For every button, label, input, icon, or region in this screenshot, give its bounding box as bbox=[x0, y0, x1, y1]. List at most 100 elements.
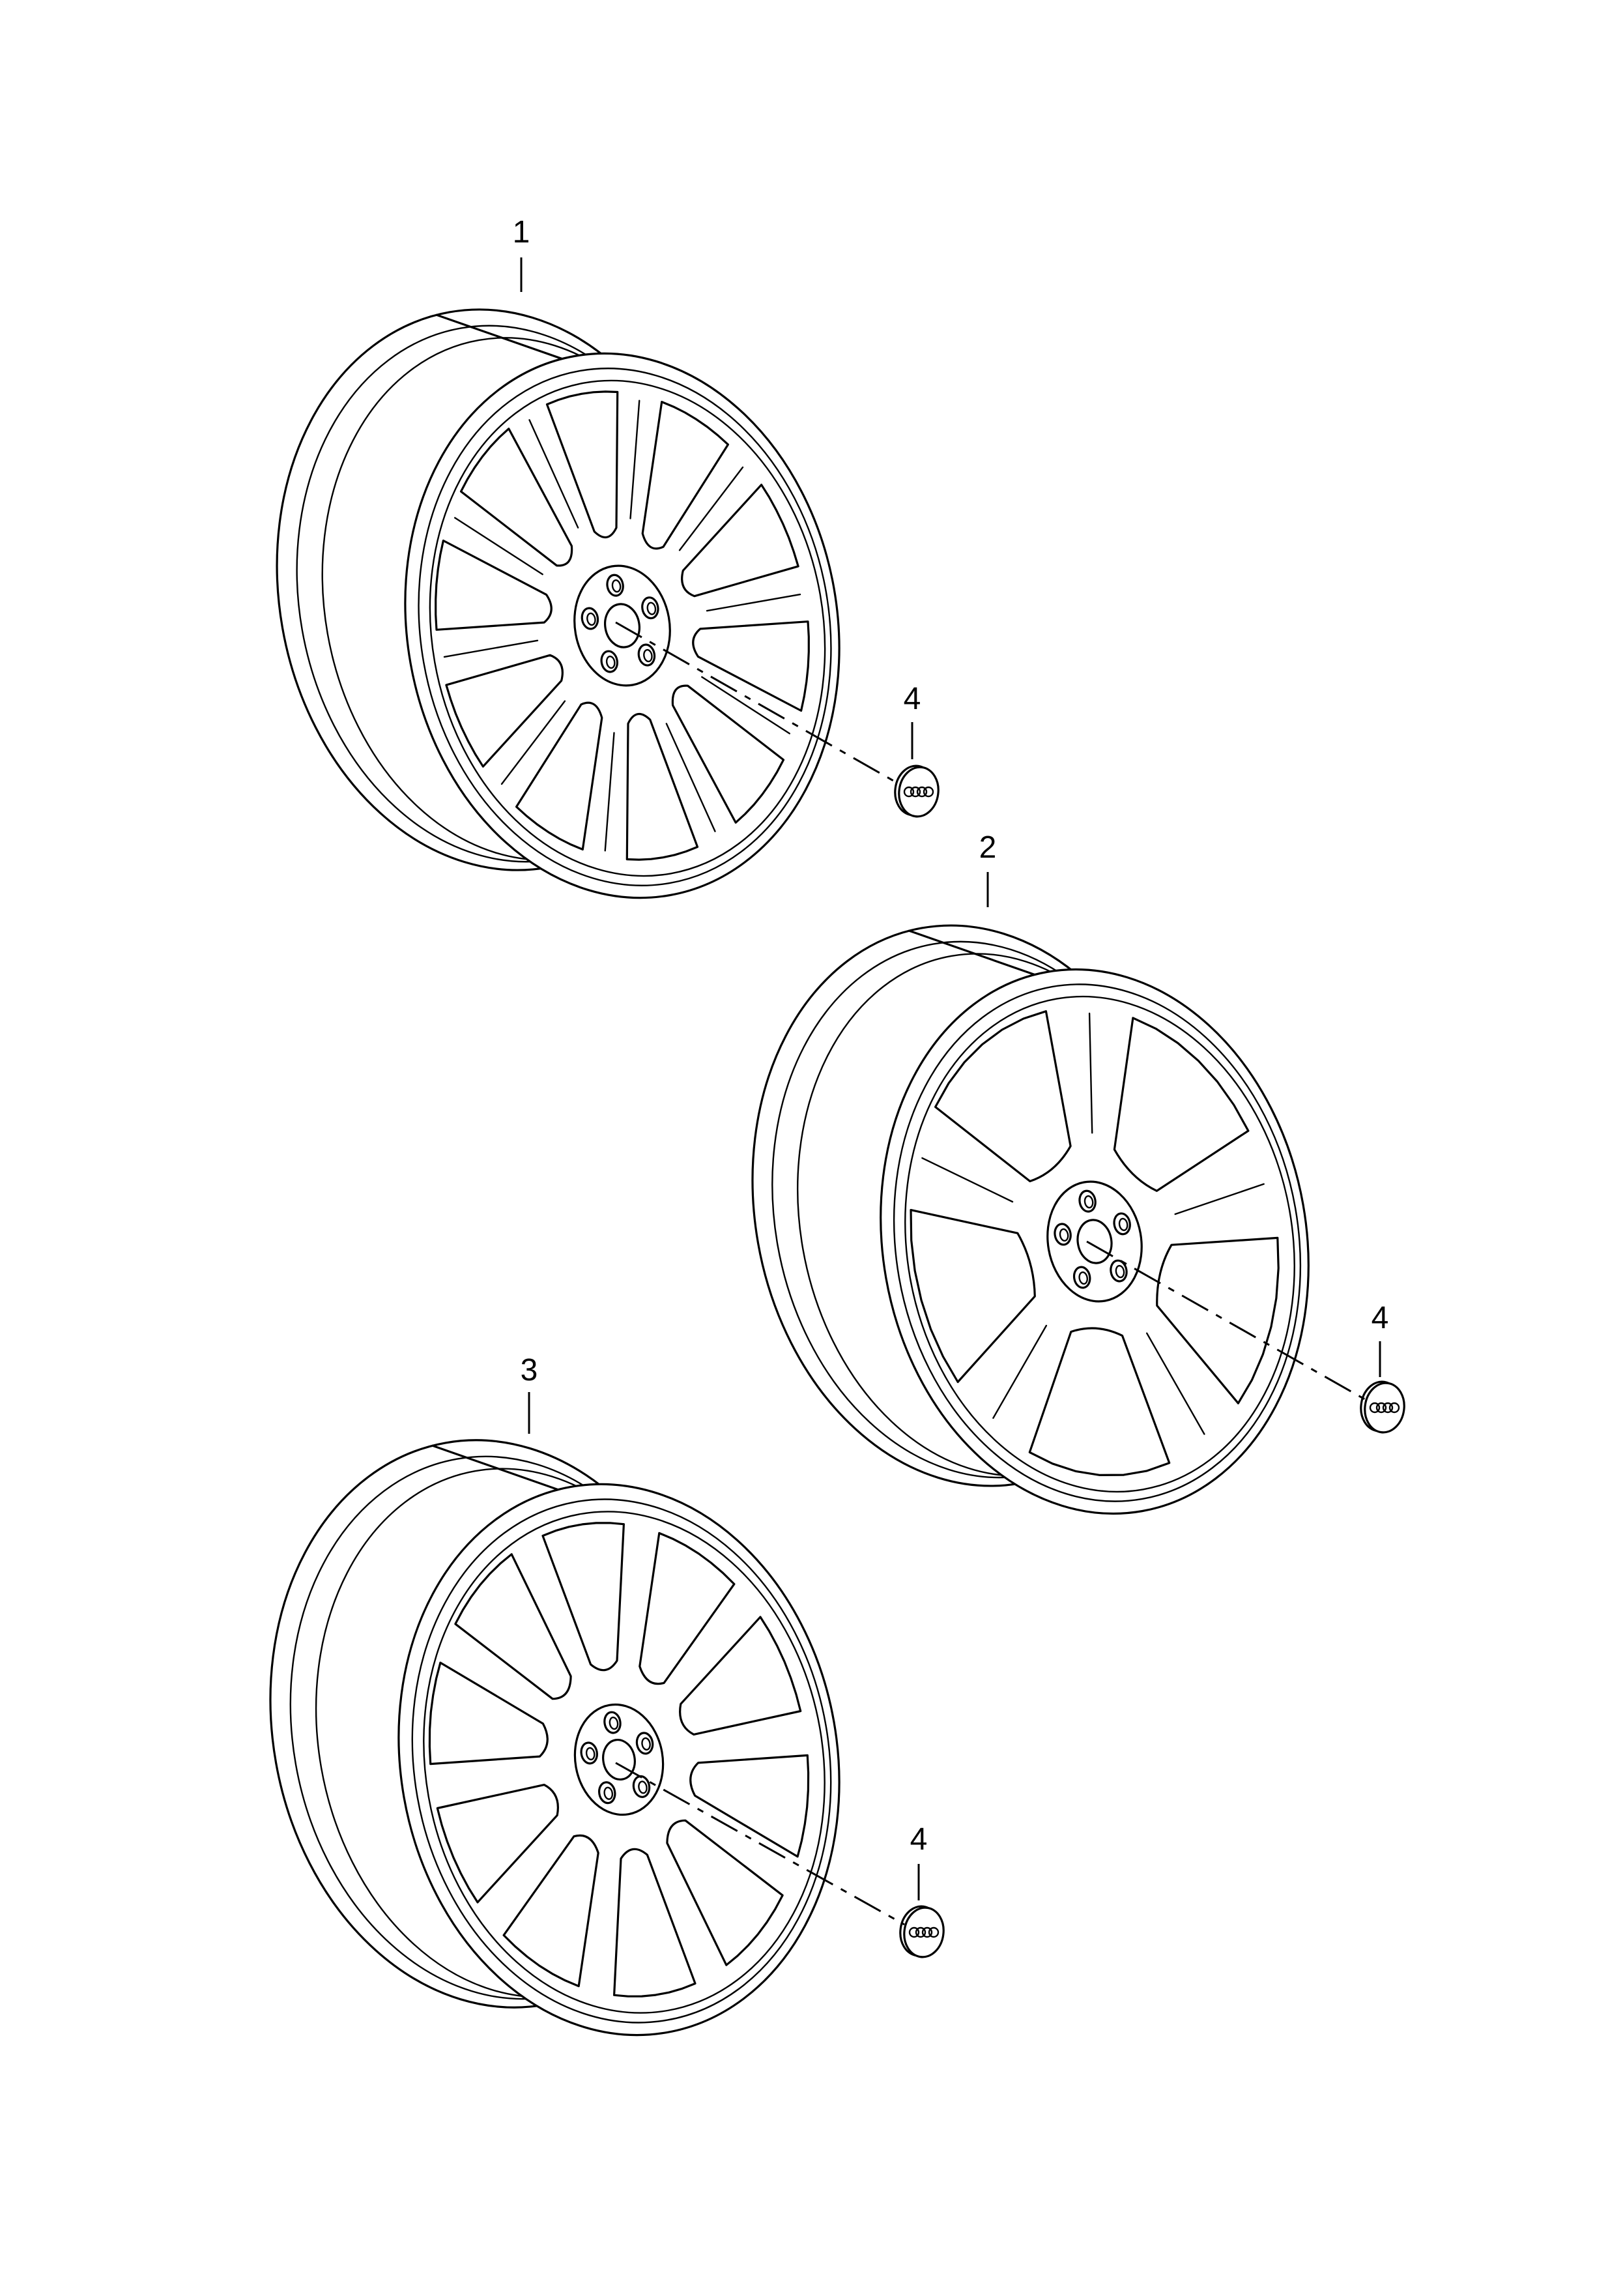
spoke-window bbox=[545, 390, 619, 538]
four-rings-icon bbox=[910, 786, 921, 798]
four-rings-icon bbox=[908, 1926, 920, 1938]
spoke-groove bbox=[992, 1324, 1048, 1419]
spoke-window bbox=[454, 1553, 572, 1700]
lug-bolt-inner bbox=[611, 579, 622, 593]
wheel-3 bbox=[269, 1439, 840, 2037]
callout-2: 2 bbox=[979, 830, 997, 907]
wheel-2 bbox=[751, 924, 1310, 1515]
four-rings-icon bbox=[903, 786, 915, 798]
lug-bolt-inner bbox=[641, 1737, 651, 1751]
spoke-groove bbox=[604, 732, 615, 852]
barrel-top-line bbox=[435, 313, 564, 360]
four-rings-icon bbox=[916, 786, 928, 798]
callout-label-4b: 4 bbox=[1372, 1301, 1389, 1335]
lug-bolt-inner bbox=[1059, 1228, 1069, 1242]
barrel-top-line bbox=[431, 1444, 560, 1491]
callout-label-4c: 4 bbox=[910, 1822, 928, 1857]
lug-bolt-inner bbox=[1115, 1264, 1125, 1279]
four-rings-icon bbox=[1369, 1402, 1381, 1414]
spoke-window bbox=[689, 1754, 810, 1858]
lug-bolt-inner bbox=[1118, 1217, 1128, 1231]
spoke-window bbox=[639, 1532, 736, 1685]
spoke-window bbox=[1156, 1236, 1280, 1404]
callout-label-2: 2 bbox=[979, 830, 997, 865]
center-cap-1 bbox=[894, 764, 940, 818]
cap-face bbox=[898, 766, 940, 818]
spoke-window bbox=[445, 654, 564, 768]
cap-face bbox=[903, 1906, 945, 1958]
callout-1: 1 bbox=[513, 215, 530, 292]
wheel-1 bbox=[276, 308, 840, 899]
center-cap-2 bbox=[1360, 1380, 1405, 1434]
lug-bolt-inner bbox=[585, 1747, 596, 1761]
lug-bolt-inner bbox=[605, 655, 616, 669]
assembly-line-3 bbox=[615, 1762, 905, 1926]
spoke-groove bbox=[443, 639, 539, 658]
spoke-window bbox=[910, 1209, 1036, 1384]
spoke-groove bbox=[678, 466, 744, 551]
callout-4b: 4 bbox=[1372, 1301, 1389, 1377]
spoke-window bbox=[641, 401, 729, 550]
four-rings-icon bbox=[1388, 1402, 1400, 1414]
rim-front-inner bbox=[904, 995, 1295, 1493]
spoke-window bbox=[613, 1848, 697, 1998]
spoke-groove bbox=[1145, 1332, 1205, 1435]
spoke-window bbox=[934, 1010, 1072, 1183]
cap-face bbox=[1364, 1382, 1405, 1434]
four-rings-icon bbox=[923, 786, 934, 798]
lug-bolt-inner bbox=[1084, 1195, 1094, 1209]
rim-front-lip bbox=[418, 368, 832, 886]
callout-4c: 4 bbox=[910, 1822, 928, 1900]
rim-front-inner bbox=[423, 1511, 826, 2014]
lug-bolt-inner bbox=[646, 602, 657, 615]
spoke-window bbox=[671, 684, 785, 824]
lug-bolt-inner bbox=[609, 1716, 619, 1730]
spoke-window bbox=[625, 713, 699, 861]
lug-bolt-inner bbox=[586, 612, 596, 626]
center-cap-3 bbox=[899, 1905, 945, 1958]
spoke-groove bbox=[1174, 1183, 1265, 1215]
spoke-window bbox=[541, 1522, 625, 1672]
spoke-groove bbox=[706, 593, 801, 612]
callout-label-1: 1 bbox=[513, 215, 530, 250]
spoke-groove bbox=[454, 517, 543, 575]
spoke-groove bbox=[665, 723, 716, 832]
rim-front-inner bbox=[429, 379, 826, 877]
barrel-top-line bbox=[908, 929, 1036, 976]
rim-front-lip bbox=[893, 983, 1302, 1502]
spoke-groove bbox=[921, 1157, 1014, 1203]
spoke-window bbox=[681, 484, 799, 598]
spoke-window bbox=[459, 428, 573, 567]
spoke-window bbox=[679, 1616, 802, 1736]
four-rings-icon bbox=[915, 1926, 926, 1938]
spoke-window bbox=[502, 1834, 599, 1988]
rim-front-lip bbox=[411, 1498, 832, 2024]
center-bore bbox=[1076, 1219, 1113, 1264]
spoke-window bbox=[435, 539, 553, 631]
four-rings-icon bbox=[921, 1926, 933, 1938]
spoke-window bbox=[692, 620, 810, 712]
spoke-window bbox=[515, 701, 603, 850]
spoke-window bbox=[1113, 1017, 1250, 1192]
callout-label-3: 3 bbox=[521, 1353, 538, 1388]
spoke-groove bbox=[629, 400, 640, 519]
spoke-window bbox=[436, 1784, 559, 1904]
lug-bolt-inner bbox=[643, 648, 653, 663]
spoke-groove bbox=[528, 419, 579, 529]
four-rings-icon bbox=[1375, 1402, 1387, 1414]
callout-label-4a: 4 bbox=[904, 682, 921, 716]
spoke-groove bbox=[701, 676, 790, 734]
spoke-window bbox=[1028, 1327, 1171, 1476]
spoke-groove bbox=[500, 700, 566, 785]
callout-3: 3 bbox=[521, 1353, 538, 1434]
spoke-groove bbox=[1088, 1012, 1093, 1134]
four-rings-icon bbox=[1382, 1402, 1394, 1414]
spoke-window bbox=[666, 1819, 784, 1966]
four-rings-icon bbox=[928, 1926, 940, 1938]
callout-4a: 4 bbox=[904, 682, 921, 759]
spoke-window bbox=[428, 1661, 549, 1766]
lug-bolt-inner bbox=[638, 1780, 648, 1794]
lug-bolt-inner bbox=[1078, 1271, 1088, 1285]
lug-bolt-inner bbox=[603, 1786, 614, 1800]
